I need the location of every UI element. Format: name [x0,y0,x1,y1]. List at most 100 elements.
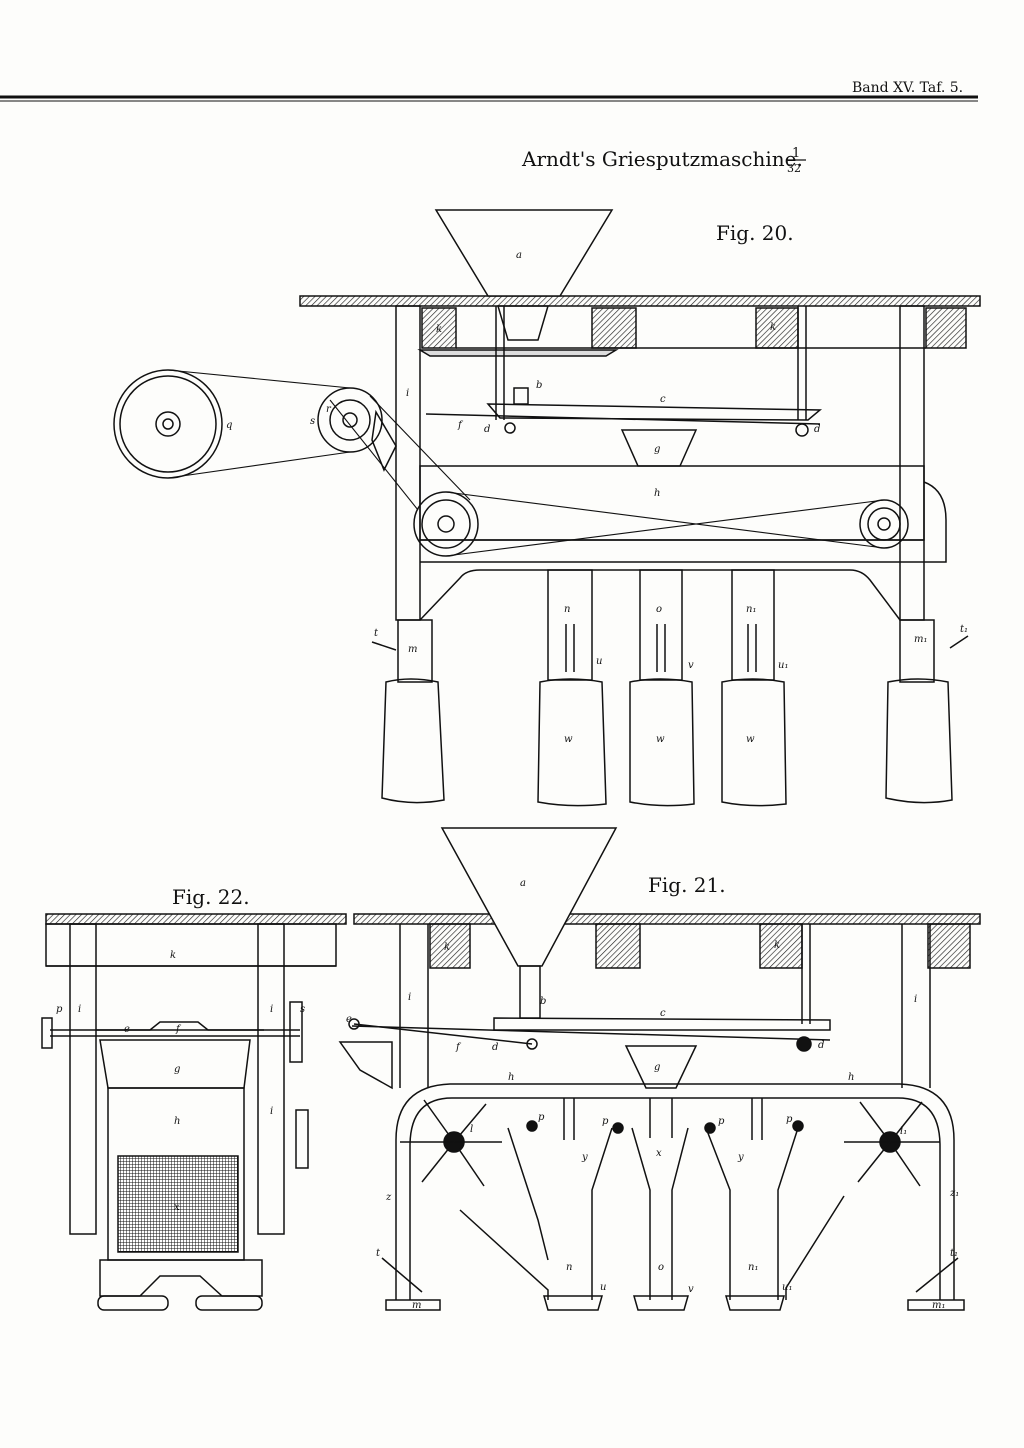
svg-text:d: d [484,424,490,435]
figure-21: Fig. 21. [338,827,981,1311]
svg-text:k: k [436,324,442,335]
svg-text:m₁: m₁ [932,1300,946,1311]
svg-text:i: i [270,1106,273,1117]
svg-text:p: p [538,1112,545,1123]
fig21-joist-k2 [595,923,641,969]
svg-text:y: y [737,1152,744,1163]
svg-text:x: x [656,1148,662,1159]
svg-text:l₁: l₁ [900,1126,907,1137]
scale-numerator: 1 [792,146,800,161]
svg-text:e: e [124,1024,130,1035]
svg-text:i: i [408,992,411,1003]
svg-text:n₁: n₁ [746,604,756,615]
svg-text:n: n [566,1262,572,1273]
svg-text:n: n [564,604,570,615]
fig20-bag-m [381,678,445,804]
svg-text:s: s [310,416,315,427]
svg-text:y: y [581,1152,588,1163]
svg-text:g: g [654,444,660,455]
fig22-ceiling-beam [45,913,347,925]
svg-text:g: g [174,1064,180,1075]
svg-text:a: a [516,250,522,261]
svg-text:k: k [774,940,780,951]
svg-text:u₁: u₁ [778,660,788,671]
scale-denominator: 32 [787,162,801,175]
plate-title: Arndt's Griesputzmaschine. [521,147,803,171]
svg-text:s: s [300,1004,305,1015]
svg-text:b: b [536,380,542,391]
svg-text:m: m [412,1300,421,1311]
band-label: Band XV. Taf. 5. [852,80,963,96]
svg-text:m: m [408,644,417,655]
fig20-post-left [395,305,421,621]
fig22-caption: Fig. 22. [172,885,250,909]
svg-text:l: l [470,1124,473,1135]
fig21-housing [395,1083,955,1300]
svg-text:a: a [520,878,526,889]
svg-text:h: h [848,1072,854,1083]
fig21-joist-k4 [927,923,971,969]
fig20-labels: a k k b c d d f g h i q s r m m₁ n o n₁ … [226,250,968,745]
svg-text:w: w [564,734,573,745]
fig20-channel-h [419,465,925,541]
svg-text:p: p [602,1116,609,1127]
fig21-joist-k3 [759,923,803,969]
svg-text:k: k [770,322,776,333]
svg-text:d: d [492,1042,498,1053]
svg-text:i: i [914,994,917,1005]
svg-text:v: v [688,660,694,671]
fig20-joist-k2 [591,307,637,349]
fig20-post-right [899,305,925,621]
fig20-pulley-right [859,499,909,549]
svg-text:h: h [508,1072,514,1083]
fig20-belts [167,369,885,557]
fig20-bag-w1 [537,678,607,807]
svg-text:z₁: z₁ [949,1188,959,1199]
fig21-shoe-c [493,1017,831,1031]
fig20-bag-w2 [629,678,695,807]
svg-text:f: f [457,420,464,431]
svg-text:o: o [656,604,662,615]
svg-text:r: r [326,404,332,415]
fig22-labels: k p i i i e f s g h x [56,950,305,1213]
svg-text:p: p [56,1004,63,1015]
fig22-beam-k [45,923,337,967]
svg-text:i: i [270,1004,273,1015]
fig20-joist-k1 [421,307,457,349]
svg-text:o: o [658,1262,664,1273]
fig20-joist-k4 [925,307,967,349]
fig21-hopper [440,827,618,967]
svg-text:p: p [718,1116,725,1127]
svg-text:i: i [406,388,409,399]
fig21-ceiling-beam [353,913,981,925]
svg-text:h: h [174,1116,180,1127]
fig22-sieve-x [117,1155,239,1253]
fig20-bag-m1 [885,678,953,804]
fig21-hopper-g [624,1045,698,1089]
fig20-joist-k3 [755,307,799,349]
svg-text:t₁: t₁ [960,624,968,635]
svg-text:k: k [444,942,450,953]
svg-text:c: c [660,394,666,405]
fig21-joist-k1 [429,923,471,969]
svg-text:e: e [346,1014,352,1025]
svg-text:h: h [654,488,660,499]
svg-text:t: t [374,628,379,639]
svg-text:x: x [174,1202,180,1213]
svg-text:t₁: t₁ [950,1248,958,1259]
svg-text:w: w [746,734,755,745]
svg-text:g: g [654,1062,660,1073]
svg-text:n₁: n₁ [748,1262,758,1273]
svg-text:c: c [660,1008,666,1019]
svg-text:d: d [818,1040,824,1051]
fig20-ceiling-beam [299,295,981,307]
fig21-labels: a k k i i b c e f d d g h h l l₁ p p p p… [346,878,959,1311]
svg-text:t: t [376,1248,381,1259]
figure-22: Fig. 22. [41,885,347,1311]
svg-text:w: w [656,734,665,745]
svg-text:m₁: m₁ [914,634,928,645]
fig20-hopper [434,209,614,297]
svg-text:q: q [226,420,232,431]
svg-text:v: v [688,1284,694,1295]
